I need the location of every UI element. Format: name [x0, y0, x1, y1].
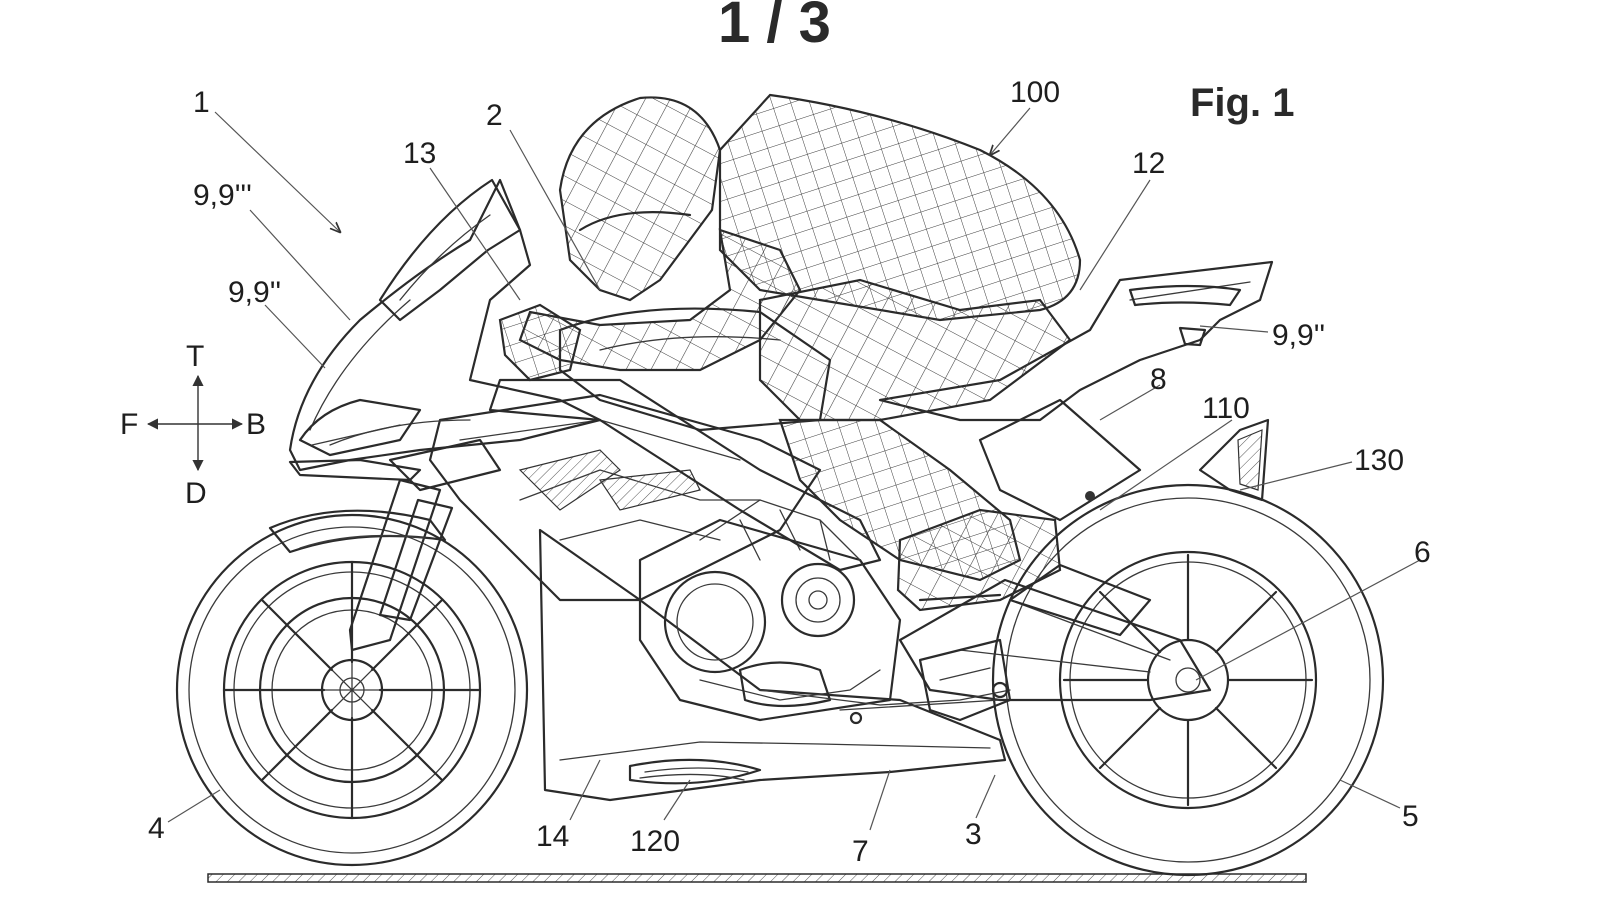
main-fairing: [288, 178, 882, 602]
label-9-9-triple: 9,9''': [193, 179, 252, 212]
direction-top-label: T: [186, 340, 204, 373]
figure-label: Fig. 1: [1190, 81, 1294, 125]
label-4: 4: [148, 812, 165, 845]
front-fork: [268, 478, 454, 652]
front-wheel: [175, 513, 529, 867]
label-7: 7: [852, 835, 869, 868]
engine: [638, 499, 1011, 725]
label-100: 100: [1010, 76, 1060, 109]
label-1: 1: [193, 86, 210, 119]
leader-lines: [167, 107, 1421, 831]
label-130: 130: [1354, 444, 1404, 477]
ground-line: [207, 873, 1307, 883]
label-9-9-double-front: 9,9'': [228, 276, 281, 309]
direction-indicator: T D F B: [120, 340, 266, 510]
label-9-9-double-tail: 9,9'': [1272, 319, 1325, 352]
footpeg-bracket: [918, 638, 1012, 722]
reference-labels: 1 2 13 9,9''' 9,9'' 100 12 9,9'' 8 110 1…: [148, 76, 1431, 868]
label-14: 14: [536, 820, 569, 853]
label-6: 6: [1414, 536, 1431, 569]
label-2: 2: [486, 99, 503, 132]
label-5: 5: [1402, 800, 1419, 833]
direction-down-label: D: [185, 477, 207, 510]
label-13: 13: [403, 137, 436, 170]
label-8: 8: [1150, 363, 1167, 396]
tail-section: [878, 260, 1274, 522]
label-12: 12: [1132, 147, 1165, 180]
direction-front-label: F: [120, 408, 138, 441]
direction-back-label: B: [246, 408, 266, 441]
label-120: 120: [630, 825, 680, 858]
label-3: 3: [965, 818, 982, 851]
sheet-number: 1 / 3: [718, 0, 831, 55]
label-110: 110: [1202, 392, 1250, 425]
rider: [498, 93, 1082, 612]
